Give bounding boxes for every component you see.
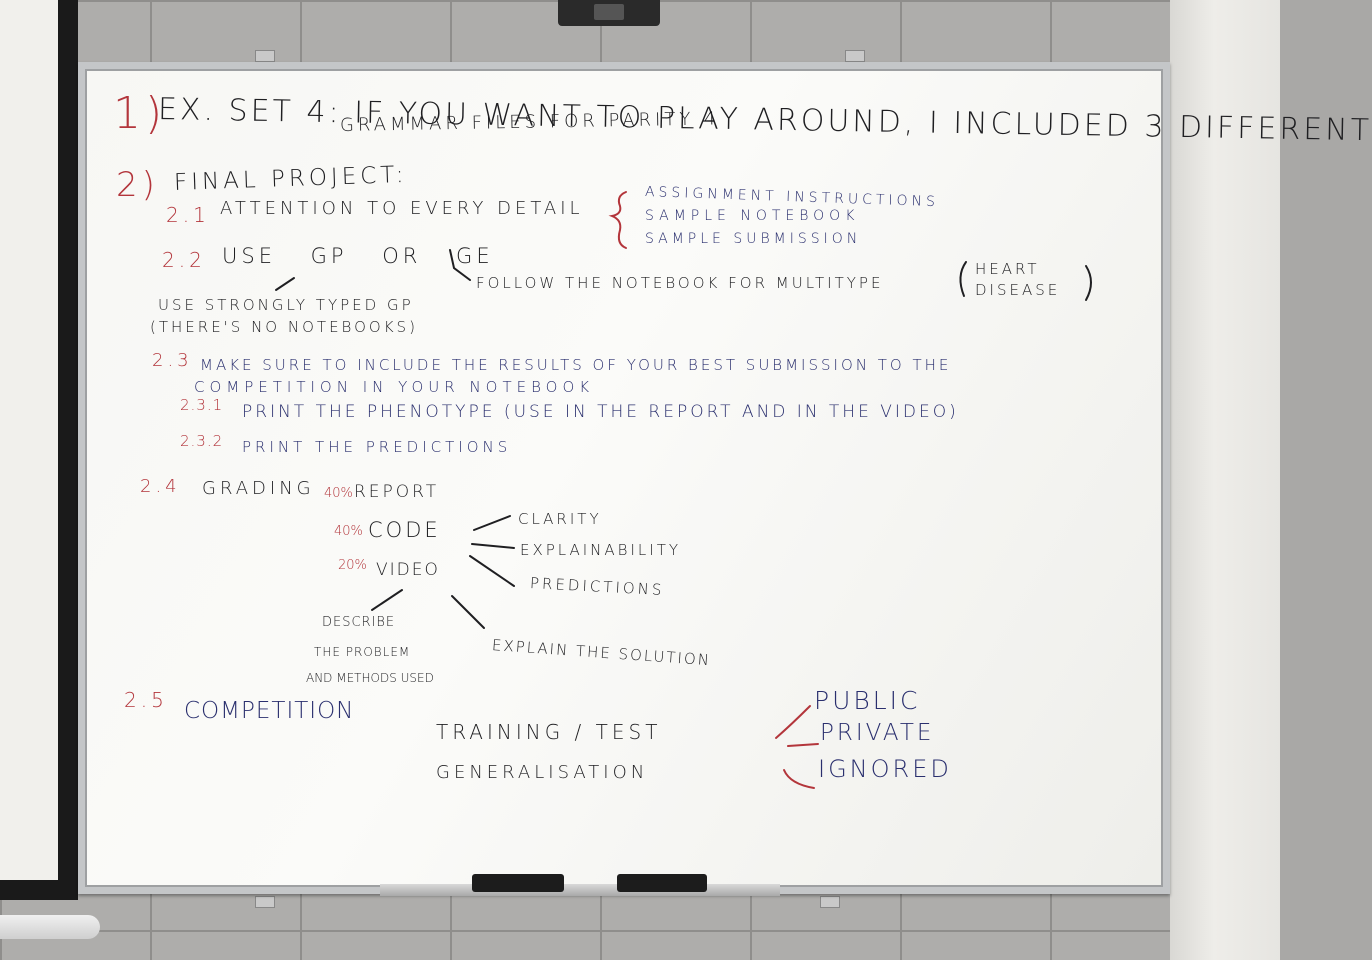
generalisation-text: GENERALISATION — [436, 762, 649, 783]
follow-notebook-text: FOLLOW THE NOTEBOOK FOR MULTITYPE — [476, 274, 884, 292]
section-number: 2.2 — [162, 248, 206, 272]
section-2-3-1-text: PRINT THE PHENOTYPE (USE IN THE REPORT A… — [242, 402, 959, 422]
report-label: REPORT — [354, 482, 440, 502]
grading-title: GRADING — [202, 478, 315, 499]
code-criterion: CLARITY — [518, 510, 602, 528]
board-clip — [820, 896, 840, 908]
video-describe-line: THE PROBLEM — [314, 645, 411, 659]
mount-bracket — [558, 0, 660, 26]
section-number: 2.1 — [166, 203, 210, 227]
leaderboard-ignored: IGNORED — [818, 755, 952, 783]
projector-screen-roll — [0, 915, 100, 939]
board-eraser[interactable] — [617, 874, 707, 892]
projector-screen-surface — [0, 0, 58, 880]
section-2-3-line2: COMPETITION IN YOUR NOTEBOOK — [194, 378, 595, 396]
board-clip — [845, 50, 865, 62]
section-2-3-line1: MAKE SURE TO INCLUDE THE RESULTS OF YOUR… — [200, 356, 952, 374]
checklist-item: SAMPLE SUBMISSION — [645, 231, 862, 247]
strongly-typed-line2: (THERE'S NO NOTEBOOKS) — [150, 318, 418, 336]
section-number: 2.3.1 — [180, 396, 224, 414]
section-2-3-2-text: PRINT THE PREDICTIONS — [242, 438, 512, 456]
leaderboard-public: PUBLIC — [814, 686, 921, 715]
section-number: 2.5 — [124, 688, 168, 712]
leaderboard-private: PRIVATE — [820, 720, 935, 746]
video-percent: 20% — [338, 558, 367, 573]
disease-text: DISEASE — [975, 281, 1061, 299]
training-test-text: TRAINING / TEST — [436, 720, 662, 744]
section-number: 2.3.2 — [180, 432, 224, 450]
wall-pillar — [1170, 0, 1280, 960]
marker-tray — [380, 884, 780, 896]
heart-text: HEART — [975, 260, 1040, 278]
section-2-1-text: ATTENTION TO EVERY DETAIL — [220, 198, 584, 219]
board-eraser[interactable] — [472, 874, 564, 892]
projector-screen — [0, 0, 78, 900]
section-number: 2.3 — [152, 350, 193, 371]
code-label: CODE — [368, 518, 441, 542]
competition-title: COMPETITION — [184, 698, 355, 724]
video-label: VIDEO — [376, 560, 440, 580]
video-describe-line: DESCRIBE — [322, 615, 396, 630]
section-2-2-text: USE GP OR GE — [222, 244, 494, 268]
checklist-item: SAMPLE NOTEBOOK — [645, 208, 860, 224]
item-number: 1) — [113, 88, 167, 139]
board-clip — [255, 50, 275, 62]
board-clip — [255, 896, 275, 908]
report-percent: 40% — [324, 486, 353, 501]
strongly-typed-line1: USE STRONGLY TYPED GP — [158, 296, 414, 314]
item-number: 2) — [116, 165, 159, 205]
section-number: 2.4 — [140, 476, 181, 497]
video-describe-line: AND METHODS USED — [306, 671, 434, 685]
code-percent: 40% — [334, 524, 363, 539]
code-criterion: EXPLAINABILITY — [520, 541, 682, 559]
